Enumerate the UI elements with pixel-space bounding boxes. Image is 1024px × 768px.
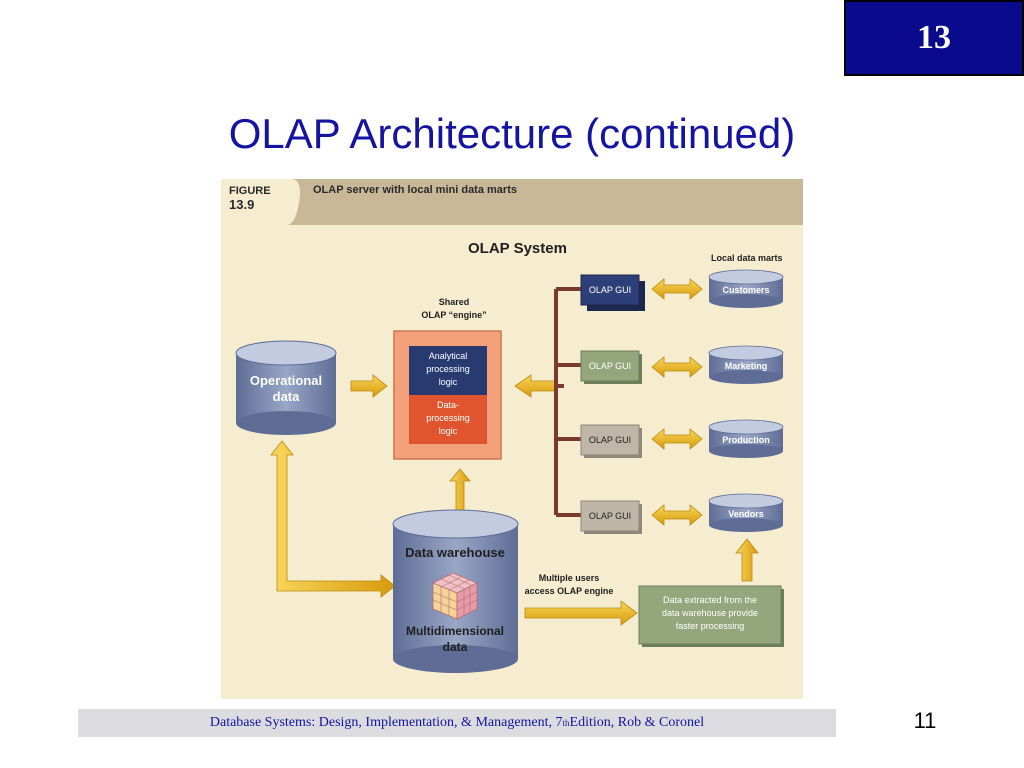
data-processing-line-2: processing <box>426 413 470 423</box>
arrow-extracted-to-vendors <box>735 538 759 582</box>
operational-label-2: data <box>273 389 301 404</box>
extracted-line-3: faster processing <box>676 621 745 631</box>
multiple-users-label-2: access OLAP engine <box>525 586 614 596</box>
analytical-processing-logic <box>409 346 487 395</box>
multidimensional-cube-icon <box>432 572 478 620</box>
analytical-line-1: Analytical <box>429 351 468 361</box>
footer-citation: Database Systems: Design, Implementation… <box>78 709 836 737</box>
arrow-warehouse-operational <box>270 440 396 598</box>
local-data-marts-label: Local data marts <box>711 253 783 263</box>
mart-label-customers: Customers <box>722 285 769 295</box>
figure-number: 13.9 <box>229 197 254 212</box>
arrow-gui-vendors <box>651 504 703 526</box>
data-warehouse-cylinder: Data warehouse Multidimensional <box>392 509 519 673</box>
slide-title: OLAP Architecture (continued) <box>228 110 796 157</box>
arrow-gui-to-engine <box>514 374 556 398</box>
mart-label-marketing: Marketing <box>725 361 768 371</box>
operational-data-cylinder: Operational data <box>235 340 337 435</box>
header-band <box>221 179 803 225</box>
operational-label-1: Operational <box>250 373 322 388</box>
figure-caption: OLAP server with local mini data marts <box>313 184 517 196</box>
mart-label-vendors: Vendors <box>728 509 764 519</box>
multidimensional-label-2: data <box>443 640 468 654</box>
arrow-warehouse-to-extracted <box>524 600 638 626</box>
extracted-line-1: Data extracted from the <box>663 595 757 605</box>
footer-text-1: Database Systems: Design, Implementation… <box>209 715 563 730</box>
olap-gui-green: OLAP GUI <box>580 350 642 384</box>
arrow-gui-production <box>651 428 703 450</box>
multiple-users-label-1: Multiple users <box>539 573 600 583</box>
olap-gui-gray-2: OLAP GUI <box>580 500 642 534</box>
data-processing-line-3: logic <box>439 426 458 436</box>
gui-label-4: OLAP GUI <box>589 511 631 521</box>
figure-header: FIGURE 13.9 OLAP server with local mini … <box>221 179 803 225</box>
footer-text-2: Edition, Rob & Coronel <box>569 715 705 730</box>
extracted-data-box: Data extracted from the data warehouse p… <box>638 585 784 647</box>
mart-customers: Customers <box>708 269 784 308</box>
arrow-gui-customers <box>651 278 703 300</box>
extracted-line-2: data warehouse provide <box>662 608 758 618</box>
chapter-number-box: 13 <box>844 0 1024 76</box>
gui-label-3: OLAP GUI <box>589 435 631 445</box>
mart-vendors: Vendors <box>708 493 784 532</box>
gui-connector-lines <box>554 287 581 517</box>
page-number: 11 <box>913 708 937 733</box>
mart-marketing: Marketing <box>708 345 784 384</box>
gui-mart-arrows <box>651 278 703 526</box>
olap-gui-gray-1: OLAP GUI <box>580 424 642 458</box>
analytical-line-2: processing <box>426 364 470 374</box>
olap-system-title: OLAP System <box>468 240 567 257</box>
olap-diagram: FIGURE 13.9 OLAP server with local mini … <box>221 179 803 673</box>
multidimensional-label-1: Multidimensional <box>406 624 504 638</box>
mart-label-production: Production <box>722 435 770 445</box>
footer-superscript: th <box>562 718 570 728</box>
olap-gui-blue: OLAP GUI <box>580 274 645 311</box>
olap-architecture-figure: FIGURE 13.9 OLAP server with local mini … <box>221 179 803 699</box>
analytical-line-3: logic <box>439 377 458 387</box>
warehouse-title: Data warehouse <box>405 545 505 560</box>
arrow-operational-to-engine <box>350 374 388 398</box>
chapter-number: 13 <box>917 19 951 56</box>
data-processing-line-1: Data- <box>437 400 459 410</box>
shared-engine-label-2: OLAP “engine” <box>421 310 486 320</box>
shared-engine-label-1: Shared <box>439 297 470 307</box>
olap-engine: Analytical processing logic Data- proces… <box>393 330 502 460</box>
data-processing-logic <box>409 395 487 444</box>
figure-label: FIGURE <box>229 185 271 197</box>
mart-production: Production <box>708 419 784 458</box>
arrow-gui-marketing <box>651 356 703 378</box>
gui-label-2: OLAP GUI <box>589 361 631 371</box>
gui-label-1: OLAP GUI <box>589 285 631 295</box>
header-label-tab <box>221 179 300 225</box>
